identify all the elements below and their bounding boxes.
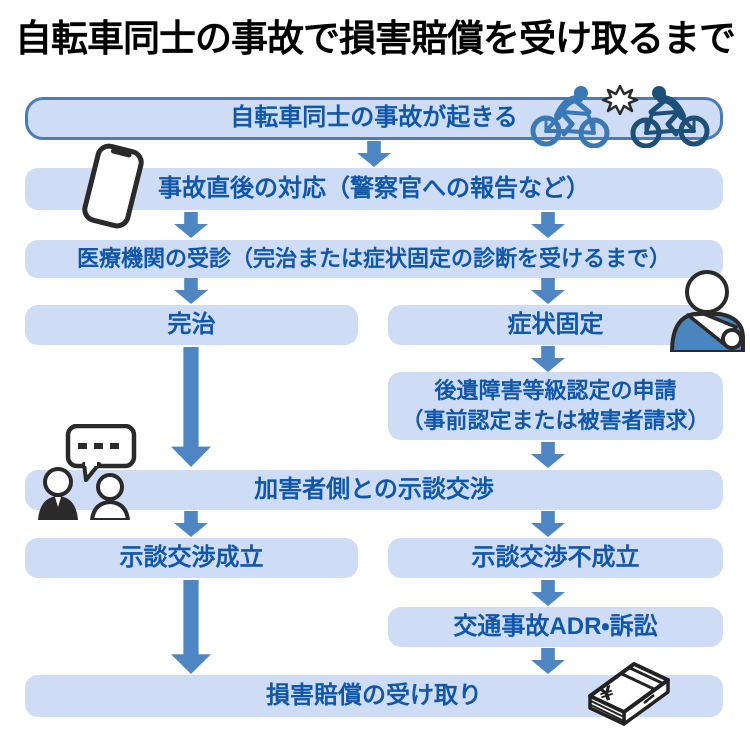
down-arrow (531, 511, 565, 537)
down-arrow (357, 141, 391, 167)
diagram-title: 自転車同士の事故で損害賠償を受け取るまで (15, 18, 736, 59)
down-arrow (531, 442, 565, 468)
flow-box-negotiation: 加害者側との示談交渉 (25, 470, 723, 510)
down-arrow (531, 648, 565, 674)
injured-person-icon (662, 268, 750, 352)
down-arrow (531, 346, 565, 372)
settlement-failure-label: 示談交渉不成立 (471, 543, 640, 571)
full-recovery-label: 完治 (167, 310, 216, 338)
immediate-response-label: 事故直後の対応（警察官への報告など） (158, 174, 590, 202)
down-arrow (174, 278, 208, 304)
svg-text:¥: ¥ (597, 682, 616, 707)
smartphone-icon (75, 138, 152, 234)
accident-label: 自転車同士の事故が起きる (230, 104, 518, 132)
conversation-icon (36, 424, 140, 520)
receive-compensation-label: 損害賠償の受け取り (266, 681, 482, 709)
flow-box-accident: 自転車同士の事故が起きる (25, 97, 723, 140)
flow-box-immediate-response: 事故直後の対応（警察官への報告など） (25, 168, 723, 210)
flow-box-settlement-success: 示談交渉成立 (25, 538, 358, 578)
flow-box-full-recovery: 完治 (25, 305, 358, 345)
symptom-fixed-label: 症状固定 (507, 310, 604, 338)
flow-box-settlement-failure: 示談交渉不成立 (388, 538, 723, 578)
down-arrow (174, 511, 208, 537)
negotiation-label: 加害者側との示談交渉 (254, 475, 494, 503)
down-arrow (174, 212, 208, 238)
flow-box-disability-application: 後遺障害等級認定の申請 （事前認定または被害者請求） (388, 372, 723, 440)
flow-box-adr-lawsuit: 交通事故ADR・訴訟 (388, 607, 723, 647)
disability-application-line1: 後遺障害等級認定の申請 (434, 378, 677, 403)
bicycle-collision-icon (522, 84, 718, 148)
settlement-success-label: 示談交渉成立 (119, 543, 264, 571)
flow-box-medical-visit: 医療機関の受診（完治または症状固定の診断を受けるまで） (25, 240, 723, 278)
disability-application-line2: （事前認定または被害者請求） (401, 408, 710, 433)
flow-box-symptom-fixed: 症状固定 (388, 305, 723, 345)
medical-visit-label: 医療機関の受診（完治または症状固定の診断を受けるまで） (76, 245, 671, 271)
down-arrow (531, 212, 565, 238)
down-arrow (531, 580, 565, 606)
down-arrow-long (171, 347, 211, 467)
money-icon: ¥ (584, 656, 674, 730)
adr-lawsuit-label: 交通事故ADR・訴訟 (453, 612, 658, 640)
down-arrow-long (171, 580, 211, 674)
down-arrow (531, 278, 565, 304)
